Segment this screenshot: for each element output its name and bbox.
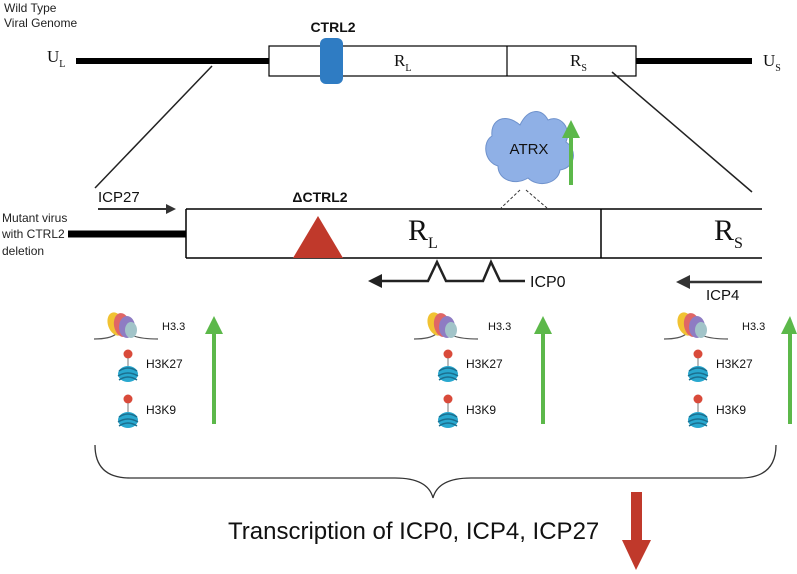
nucleosome-icon	[687, 365, 709, 383]
icp0-label: ICP0	[530, 274, 566, 291]
histone-up-arrow-1	[205, 316, 223, 424]
histone-group-1: H3.3 H3K27 H3K9	[93, 309, 185, 429]
h33-nucleosome-icon	[413, 309, 479, 340]
h33-nucleosome-icon	[93, 309, 159, 340]
atrx-label: ATRX	[510, 141, 549, 158]
rl-mutant-label: RL	[408, 214, 438, 252]
nucleosome-icon	[437, 365, 459, 383]
zoom-line-right	[611, 71, 753, 193]
h3k9-label: H3K9	[146, 403, 176, 417]
wild-type-title: Wild Type	[4, 1, 57, 15]
transcription-down-arrow	[622, 492, 651, 570]
h3k9-label: H3K9	[466, 403, 496, 417]
histone-group-2: H3.3 H3K27 H3K9	[413, 309, 511, 429]
methyl-mark-icon	[443, 349, 453, 359]
histone-up-arrow-2	[534, 316, 552, 424]
nucleosome-icon	[117, 411, 139, 429]
atrx-up-arrow	[562, 120, 580, 185]
rl-top-label: RL	[394, 51, 411, 74]
histone-up-arrow-3	[781, 316, 797, 424]
h3k27-label: H3K27	[466, 357, 503, 371]
rs-mutant-label: RS	[714, 214, 743, 252]
ctrl2-label: CTRL2	[310, 19, 355, 35]
nucleosome-icon	[117, 365, 139, 383]
methyl-mark-icon	[443, 394, 453, 404]
icp0-arrow	[368, 258, 525, 288]
us-label: US	[763, 51, 781, 74]
h33-label: H3.3	[488, 321, 511, 333]
icp4-arrow	[676, 275, 762, 289]
mutant-label-2: with CTRL2	[1, 227, 65, 241]
transcription-label: Transcription of ICP0, ICP4, ICP27	[228, 518, 599, 545]
nucleosome-icon	[437, 411, 459, 429]
h33-label: H3.3	[742, 321, 765, 333]
deletion-triangle	[293, 216, 343, 258]
methyl-mark-icon	[123, 394, 133, 404]
histone-group-3: H3.3 H3K27 H3K9	[663, 309, 765, 429]
h3k9-label: H3K9	[716, 403, 746, 417]
nucleosome-icon	[687, 411, 709, 429]
methyl-mark-icon	[693, 349, 703, 359]
rs-top-label: RS	[570, 51, 587, 74]
ul-label: UL	[47, 47, 65, 70]
h33-nucleosome-icon	[663, 309, 729, 340]
h3k27-label: H3K27	[146, 357, 183, 371]
zoom-line-left	[94, 65, 213, 189]
icp27-label: ICP27	[98, 189, 140, 206]
mutant-label-1: Mutant virus	[2, 211, 67, 225]
atrx-dash-left	[500, 189, 521, 209]
ctrl2-region	[320, 38, 343, 84]
viral-genome-title: Viral Genome	[4, 16, 77, 30]
methyl-mark-icon	[693, 394, 703, 404]
methyl-mark-icon	[123, 349, 133, 359]
curly-brace	[94, 444, 777, 499]
h3k27-label: H3K27	[716, 357, 753, 371]
atrx-protein: ATRX	[485, 111, 574, 185]
mutant-label-3: deletion	[2, 244, 44, 258]
icp4-label: ICP4	[706, 287, 739, 304]
h33-label: H3.3	[162, 321, 185, 333]
delta-ctrl2-label: ΔCTRL2	[292, 189, 347, 205]
atrx-dash-right	[525, 189, 548, 209]
